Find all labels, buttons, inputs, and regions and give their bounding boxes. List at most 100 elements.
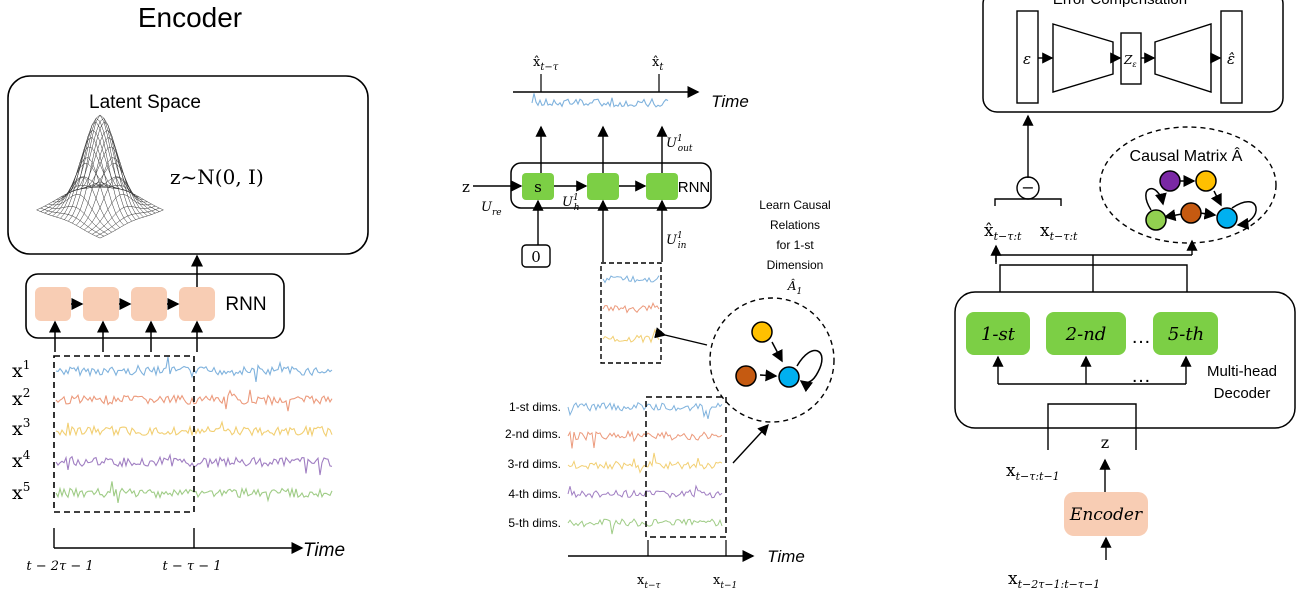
middle-time-label: Time xyxy=(711,92,749,111)
dims-series xyxy=(567,401,723,535)
u-re-label: Ure xyxy=(481,200,502,218)
encoder-block xyxy=(1064,492,1148,536)
surface-gridline xyxy=(99,209,164,239)
surface-gridline xyxy=(91,205,156,235)
encoder-rnn-cell xyxy=(83,287,119,321)
dims-labels: 1-st dims. 2-nd dims. 3-rd dims. 4-th di… xyxy=(505,400,561,530)
surface-gridline xyxy=(44,205,109,235)
dims-series-line xyxy=(567,452,723,474)
surface-gridline xyxy=(44,184,108,214)
eps-hat-label: ε̂ xyxy=(1227,50,1235,68)
multi-head-decoder-box xyxy=(954,291,1296,429)
eps-hat-block xyxy=(1220,10,1243,104)
rnn-cell xyxy=(587,173,619,200)
svg-text:Dimension: Dimension xyxy=(767,258,824,272)
dimension-window-series xyxy=(602,275,660,344)
svg-text:1-st dims.: 1-st dims. xyxy=(509,400,561,414)
latent-formula: z~N(0, I) xyxy=(170,165,264,189)
x-t-1-label: xt−1 xyxy=(713,573,737,591)
surface-gridline xyxy=(48,194,113,233)
encoder-trapezoid xyxy=(1052,23,1114,93)
eps-label: ε xyxy=(1023,50,1031,68)
decoder-title-1: Multi-head xyxy=(1207,363,1277,380)
encoder-series-labels: x1 x2 x3 x4 x5 xyxy=(12,358,31,504)
graph-pointer-arrow-2 xyxy=(732,423,769,464)
node-orange xyxy=(1180,202,1202,224)
gaussian-surface-plot xyxy=(36,114,164,239)
decoder-head-1-label: 1-st xyxy=(981,324,1016,345)
latent-space-title: Latent Space xyxy=(89,92,201,113)
encoder-rnn-cell xyxy=(131,287,167,321)
node-green xyxy=(1145,209,1167,231)
decoder-head-1 xyxy=(966,312,1030,355)
surface-gridline xyxy=(72,121,136,224)
series-label-x4: x4 xyxy=(12,448,31,472)
reconstructed-series-line xyxy=(531,93,669,108)
causal-matrix-ellipse xyxy=(1099,126,1277,244)
xhat-t-tau-label: x̂t−τ xyxy=(533,55,559,73)
surface-gridline xyxy=(52,163,116,217)
encoder-window-box xyxy=(53,355,195,513)
dims-window-box xyxy=(645,396,727,538)
surface-gridline xyxy=(64,121,128,224)
decoder-input-z-label: z xyxy=(1101,433,1109,452)
rnn-cell xyxy=(646,173,678,200)
svg-text:Relations: Relations xyxy=(770,218,820,232)
dims-series-line xyxy=(567,518,723,535)
surface-gridline xyxy=(95,207,160,237)
xhat-t-label: x̂t xyxy=(652,55,664,73)
encoder-time-label: Time xyxy=(303,540,345,561)
rnn-cell-s-label: s xyxy=(534,178,542,196)
series-label-x5: x5 xyxy=(12,480,30,504)
dims-series-line xyxy=(567,484,723,499)
series-label-x2: x2 xyxy=(12,386,30,410)
decoder-input-x-label: xt−τ:t−1 xyxy=(1006,461,1060,483)
zero-input-box xyxy=(521,244,551,268)
encoder-input-label: xt−2τ−1:t−τ−1 xyxy=(1008,569,1100,591)
decoder-head-5-label: 5-th xyxy=(1168,324,1204,345)
middle-rnn-label: RNN xyxy=(678,179,711,196)
surface-gridline xyxy=(84,163,148,217)
encoder-series-line xyxy=(55,389,333,412)
decoder-title-2: Decoder xyxy=(1214,385,1271,402)
dims-series-line xyxy=(567,429,723,449)
series-label-x3: x3 xyxy=(12,416,30,440)
node-yellow xyxy=(1195,170,1217,192)
latent-space-box xyxy=(7,75,369,255)
svg-text:Learn Causal: Learn Causal xyxy=(759,198,830,212)
encoder-rnn-label: RNN xyxy=(225,294,266,315)
surface-gridline xyxy=(52,177,116,231)
decoder-heads-ellipsis: … xyxy=(1131,326,1151,348)
decoder-inputs-ellipsis: … xyxy=(1131,365,1151,387)
decoder-head-2-label: 2-nd xyxy=(1065,324,1107,345)
rnn-cell-s xyxy=(522,173,554,200)
reconstructed-series xyxy=(531,93,669,108)
svg-text:2-nd dims.: 2-nd dims. xyxy=(505,427,561,441)
minus-label: − xyxy=(1021,178,1034,197)
learn-causal-text: Learn Causal Relations for 1-st Dimensio… xyxy=(759,198,830,297)
node-blue xyxy=(1216,207,1238,229)
encoder-rnn-cell xyxy=(35,287,71,321)
svg-text:5-th dims.: 5-th dims. xyxy=(508,516,561,530)
node-purple xyxy=(1159,170,1181,192)
window-series-line xyxy=(602,328,660,344)
surface-gridline xyxy=(80,157,144,228)
surface-gridline xyxy=(36,209,101,239)
surface-gridline xyxy=(76,136,140,226)
right-panel: Error Compensation ε Zε ε̂ − x̂t−τ:t xt−… xyxy=(954,0,1296,591)
graph-pointer-arrow xyxy=(654,327,708,346)
causal-graph-circle xyxy=(709,297,835,423)
series-label-x1: x1 xyxy=(12,358,30,382)
error-compensation-title: Error Compensation xyxy=(1053,0,1187,8)
node-blue xyxy=(778,366,800,388)
x-window-label: xt−τ:t xyxy=(1040,221,1078,243)
window-series-line xyxy=(602,275,660,284)
encoder-rnn-cell xyxy=(179,287,215,321)
encoder-tick-1: t − 2τ − 1 xyxy=(26,559,93,574)
surface-gridline xyxy=(84,177,148,231)
zero-input-label: 0 xyxy=(531,248,541,266)
